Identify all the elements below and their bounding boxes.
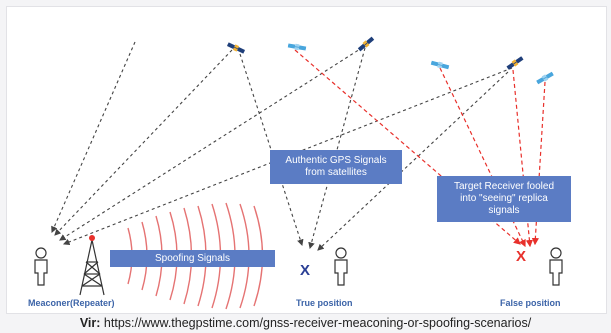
authentic-signals-box: Authentic GPS Signals from satellites [270,150,402,184]
person-icon [549,247,563,286]
meaconer-label: Meaconer(Repeater) [28,298,115,308]
satellite-icon [226,41,246,55]
source-caption: Vir: https://www.thegpstime.com/gnss-rec… [0,313,611,333]
source-url[interactable]: https://www.thegpstime.com/gnss-receiver… [103,316,532,330]
tower-icon [79,235,105,296]
source-prefix: Vir: [79,316,101,330]
person-icon [34,247,48,286]
satellite-icon [356,35,376,53]
false-position-marker: X [516,248,527,265]
false-position-label: False position [500,298,561,308]
true-position-label: True position [296,298,353,308]
person-icon [334,247,348,286]
target-receiver-box: Target Receiver fooled into "seeing" rep… [437,176,571,222]
spoofing-signals-box: Spoofing Signals [110,250,275,267]
satellite-icon [505,54,525,72]
true-position-marker: X [300,262,311,279]
satellite-icon [287,42,307,52]
